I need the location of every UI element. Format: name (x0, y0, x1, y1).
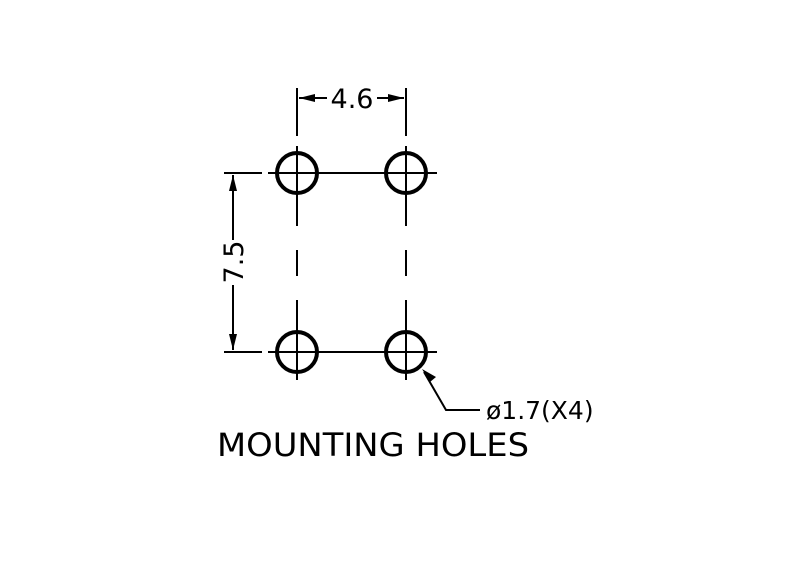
arrowhead-leader (422, 369, 436, 382)
arrowhead-left (299, 94, 315, 102)
leader-line (423, 371, 480, 411)
hole-bottom-left (275, 330, 319, 374)
hole-top-right (384, 151, 428, 195)
hole-top-left (275, 151, 319, 195)
hole-bottom-right (384, 330, 428, 374)
dimension-horizontal-label: 4.6 (331, 84, 374, 115)
arrowhead-up (229, 175, 237, 191)
dimension-vertical-label: 7.5 (219, 241, 250, 284)
arrowhead-down (229, 334, 237, 350)
arrowhead-right (388, 94, 404, 102)
hole-callout-label: ø1.7(X4) (486, 396, 594, 425)
drawing-title: MOUNTING HOLES (217, 426, 529, 464)
